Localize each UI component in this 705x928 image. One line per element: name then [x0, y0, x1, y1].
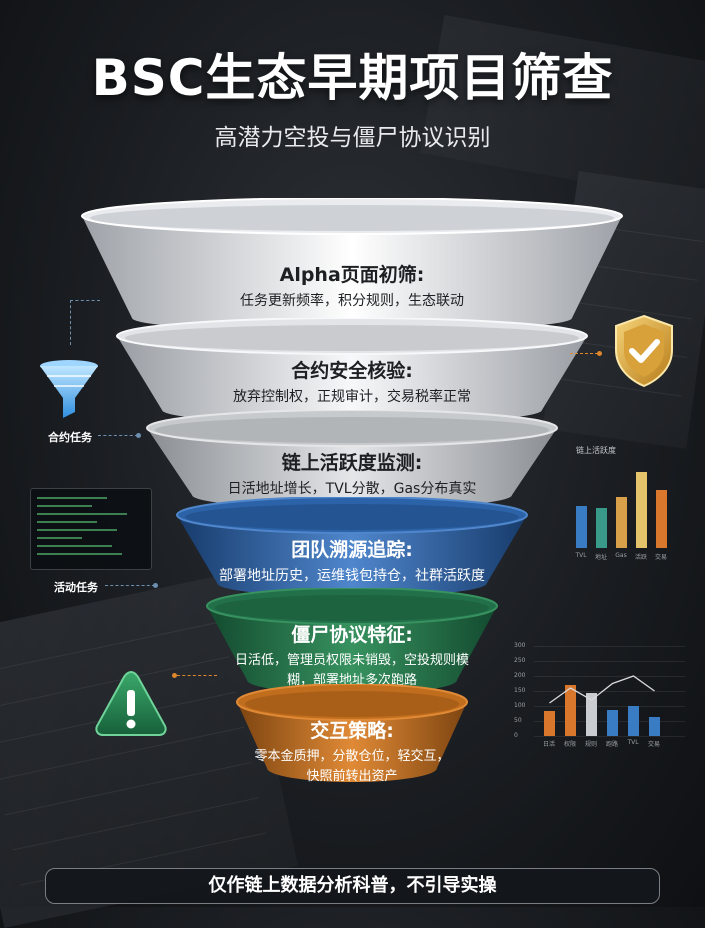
tier-description: 任务更新频率，积分规则，生态联动 [240, 293, 464, 309]
chart-category-label: 交易 [647, 741, 660, 748]
chart-bar [649, 716, 660, 736]
funnel-tier-zombie-features: 僵尸协议特征:日活低，管理员权限未销毁，空投规则模糊，部署地址多次跑路 [203, 588, 501, 696]
chart-bar [616, 497, 627, 548]
contract-task-label: 合约任务 [48, 431, 92, 444]
tier-heading: 团队溯源追踪: [291, 539, 413, 561]
chart-bar [628, 706, 639, 736]
tier-heading: Alpha页面初筛: [279, 264, 425, 286]
chart-category-label: TVL [575, 552, 587, 559]
chart-title: 链上活跃度 [576, 446, 616, 455]
tier-heading: 交互策略: [310, 720, 394, 742]
activity-task-label: 活动任务 [54, 581, 98, 594]
chart-line-series [549, 675, 655, 704]
tier-description: 日活地址增长，TVL分散，Gas分布真实 [227, 481, 477, 497]
page-subtitle: 高潜力空投与僵尸协议识别 [214, 125, 491, 151]
chart-category-label: 规则 [584, 741, 597, 748]
connector-line [177, 675, 217, 676]
chart-category-label: 日活 [542, 741, 555, 748]
tier-description-line-1: 零本金质押，分散仓位，轻交互， [254, 749, 450, 764]
connector-dot [172, 673, 177, 678]
tier-description-line-2: 快照前转出资产 [306, 769, 398, 784]
funnel-tier-team-tracing: 团队溯源追踪: 部署地址历史，运维钱包持仓，社群活跃度 [173, 497, 531, 599]
tier-heading: 链上活跃度监测: [281, 452, 423, 474]
funnel-tier-contract-audit: 合约安全核验: 放弃控制权，正规审计，交易税率正常 [113, 318, 591, 426]
connector-line [70, 300, 71, 345]
chart-category-label: 地址 [594, 554, 607, 561]
chart-y-tick: 0 [514, 732, 518, 739]
chart-y-tick: 100 [514, 702, 526, 709]
zombie-bar-chart: 0 50 100 150 200 250 300 日活 权限 规则 跑路 TVL 交易 [510, 640, 685, 750]
chart-gridline [534, 646, 685, 647]
code-terminal-panel [30, 488, 152, 570]
connector-line [70, 300, 100, 301]
chart-category-label: 活跃 [634, 554, 647, 561]
connector-dot [597, 351, 602, 356]
funnel-tier-onchain-activity: 链上活跃度监测: 日活地址增长，TVL分散，Gas分布真实 [143, 410, 561, 511]
chart-y-tick: 200 [514, 672, 526, 679]
connector-line [98, 435, 138, 436]
chart-trend-line [549, 675, 655, 704]
chart-gridline [534, 691, 685, 692]
chart-category-label: 交易 [654, 554, 667, 561]
chart-y-tick: 250 [514, 657, 526, 664]
disclaimer-footer: 仅作链上数据分析科普，不引导实操 [45, 868, 660, 904]
tier-description: 部署地址历史，运维钱包持仓，社群活跃度 [219, 568, 485, 584]
tier-description: 放弃控制权，正规审计，交易税率正常 [233, 389, 471, 405]
tier-description-line-1: 日活低，管理员权限未销毁，空投规则模 [234, 653, 469, 668]
chart-y-tick: 50 [514, 717, 522, 724]
chart-category-label: Gas [615, 552, 627, 559]
chart-category-label: 跑路 [605, 741, 618, 748]
chart-bar [565, 685, 576, 736]
connector-dot [153, 583, 158, 588]
chart-gridline [534, 661, 685, 662]
chart-bar [636, 471, 647, 548]
chart-bar [607, 709, 618, 736]
chart-bar [656, 489, 667, 548]
chart-bar [576, 505, 587, 548]
funnel-tier-interaction-strategy: 交互策略: 零本金质押，分散仓位，轻交互， 快照前转出资产 [233, 684, 471, 784]
chart-gridline [534, 706, 685, 707]
warning-icon [93, 668, 169, 738]
chart-gridline [534, 736, 685, 737]
shield-check-icon [612, 314, 676, 388]
connector-line [105, 585, 155, 586]
chart-category-label: TVL [627, 739, 639, 746]
tier-heading: 合约安全核验: [291, 360, 413, 382]
chart-y-tick: 150 [514, 687, 526, 694]
chart-gridline [534, 676, 685, 677]
chart-category-label: 权限 [563, 741, 576, 748]
activity-bar-chart: 链上活跃度 TVL 地址 Gas 活跃交易 [562, 445, 682, 570]
tier-heading: 僵尸协议特征: [291, 624, 413, 646]
connector-line [570, 353, 598, 354]
chart-y-tick: 300 [514, 642, 526, 649]
connector-dot [136, 433, 141, 438]
funnel-tier-alpha-screening: Alpha页面初筛: 任务更新频率，积分规则，生态联动 [78, 198, 626, 334]
funnel-icon [38, 358, 100, 420]
chart-bar [596, 507, 607, 548]
chart-bar [544, 710, 555, 736]
chart-bar [586, 692, 597, 736]
page-title: BSC生态早期项目筛查 [91, 49, 614, 107]
